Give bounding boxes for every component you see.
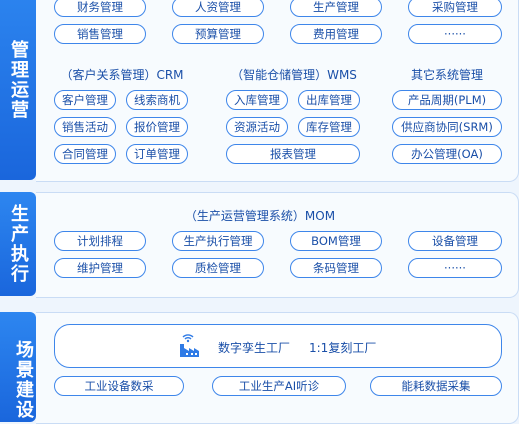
crm-activity[interactable]: 销售活动 [54,117,116,137]
mom-maintenance[interactable]: 维护管理 [54,258,146,278]
crm-order[interactable]: 订单管理 [126,144,188,164]
wms-resource[interactable]: 资源活动 [226,117,288,137]
crm-quote[interactable]: 报价管理 [126,117,188,137]
mom-more[interactable]: ······ [408,258,502,278]
mom-quality[interactable]: 质检管理 [172,258,264,278]
module-purchase[interactable]: 采购管理 [408,0,502,17]
digital-twin-label: 数字孪生工厂 [218,341,291,355]
other-srm[interactable]: 供应商协同(SRM) [392,117,502,137]
mom-equipment[interactable]: 设备管理 [408,231,502,251]
section-label-production: 生产执行 [0,192,36,296]
mom-title: （生产运营管理系统）MOM [184,209,336,223]
module-budget[interactable]: 预算管理 [172,24,264,44]
digital-twin-box[interactable] [54,324,502,368]
module-finance[interactable]: 财务管理 [54,0,146,17]
mom-execution[interactable]: 生产执行管理 [172,231,264,251]
crm-customer[interactable]: 客户管理 [54,90,116,110]
other-plm[interactable]: 产品周期(PLM) [392,90,502,110]
mom-plan[interactable]: 计划排程 [54,231,146,251]
crm-contract[interactable]: 合同管理 [54,144,116,164]
crm-leads[interactable]: 线索商机 [126,90,188,110]
module-expense[interactable]: 费用管理 [290,24,382,44]
wms-title: （智能仓储管理）WMS [231,68,357,82]
module-more[interactable]: ······ [408,24,502,44]
wms-report[interactable]: 报表管理 [226,144,360,164]
wms-stock[interactable]: 库存管理 [298,117,360,137]
crm-title: （客户关系管理）CRM [60,68,184,82]
module-sales[interactable]: 销售管理 [54,24,146,44]
section-label-management: 管理运营 [0,0,36,180]
wms-outbound[interactable]: 出库管理 [298,90,360,110]
other-oa[interactable]: 办公管理(OA) [392,144,502,164]
other-title: 其它系统管理 [410,68,483,82]
scene-ai-diagnosis[interactable]: 工业生产AI听诊 [212,376,346,396]
scene-equipment-data[interactable]: 工业设备数采 [54,376,184,396]
wms-inbound[interactable]: 入库管理 [226,90,288,110]
module-hr[interactable]: 人资管理 [172,0,264,17]
replica-factory-label: 1:1复刻工厂 [309,341,377,355]
section-label-scenario: 场景建设 [0,312,36,422]
factory-icon [176,332,204,360]
mom-barcode[interactable]: 条码管理 [290,258,382,278]
module-production[interactable]: 生产管理 [290,0,382,17]
mom-bom[interactable]: BOM管理 [290,231,382,251]
scene-energy-data[interactable]: 能耗数据采集 [370,376,502,396]
